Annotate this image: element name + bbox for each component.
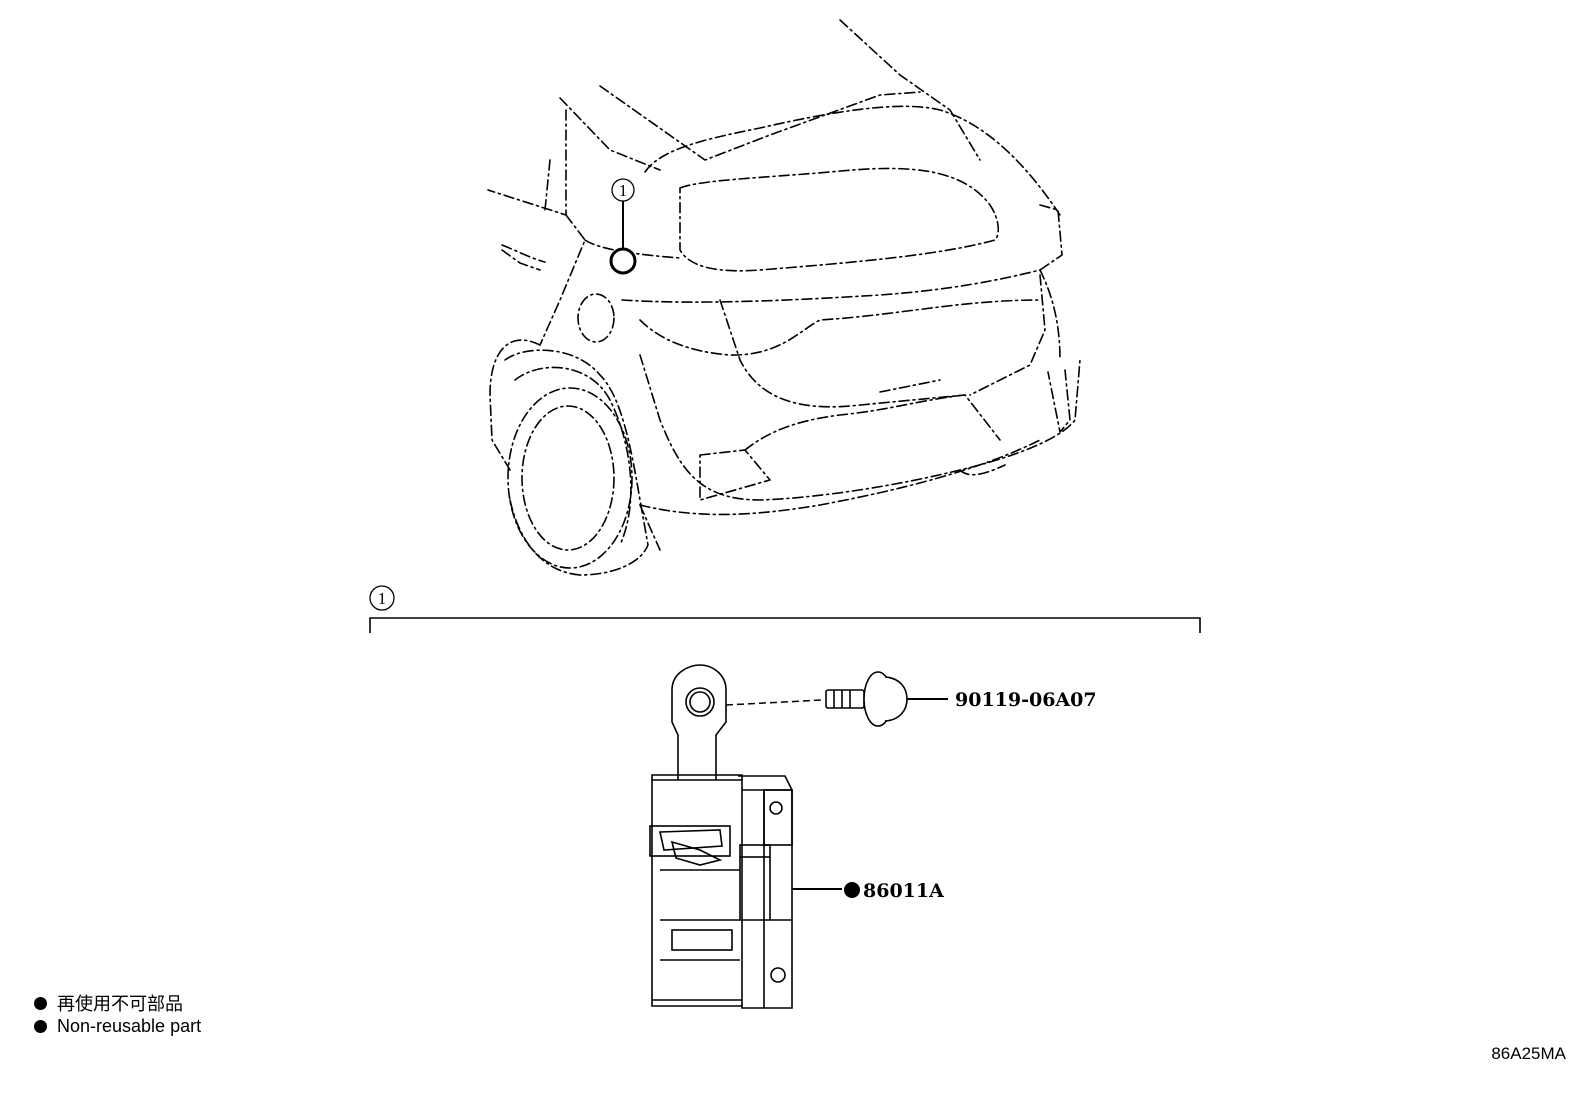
legend-item-japanese: 再使用不可部品 bbox=[34, 990, 183, 1016]
bolt-illustration bbox=[825, 671, 948, 727]
filled-circle-icon bbox=[34, 996, 47, 1010]
non-reusable-dot bbox=[844, 882, 860, 898]
part-label-bolt: 90119-06A07 bbox=[955, 689, 1097, 711]
car-rear-illustration bbox=[487, 19, 1081, 576]
callout-number-top: 1 bbox=[619, 181, 628, 200]
detail-bracket: 1 bbox=[369, 585, 1201, 633]
figure-code: 86A25MA bbox=[1491, 1044, 1566, 1063]
legend-text-japanese: 再使用不可部品 bbox=[57, 994, 183, 1014]
bolt-dashed-guide bbox=[725, 699, 823, 706]
callout-number-bracket: 1 bbox=[378, 589, 387, 608]
legend-item-english: Non-reusable part bbox=[34, 1016, 201, 1037]
part-location-circle bbox=[609, 247, 637, 275]
legend-text-english: Non-reusable part bbox=[57, 1016, 202, 1036]
part-label-module: 86011A bbox=[863, 880, 944, 902]
module-illustration bbox=[649, 664, 842, 1009]
location-marker: 1 bbox=[609, 178, 637, 275]
filled-circle-icon bbox=[34, 1020, 47, 1033]
